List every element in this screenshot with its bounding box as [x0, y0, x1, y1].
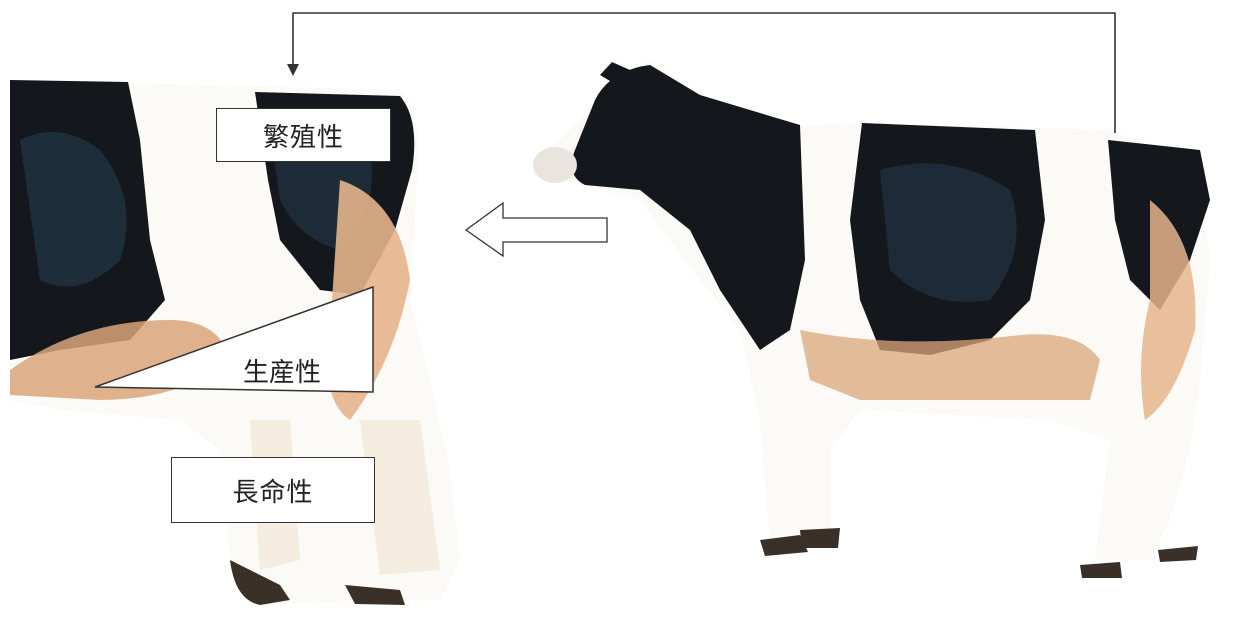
cow-side-illustration — [533, 60, 1210, 578]
productivity-label: 生産性 — [243, 352, 321, 389]
hollow-arrow-left-icon — [466, 203, 607, 256]
longevity-label: 長命性 — [232, 472, 313, 509]
longevity-label-box: 長命性 — [171, 457, 375, 523]
fertility-label: 繁殖性 — [263, 117, 344, 154]
fertility-label-box: 繁殖性 — [216, 108, 391, 162]
